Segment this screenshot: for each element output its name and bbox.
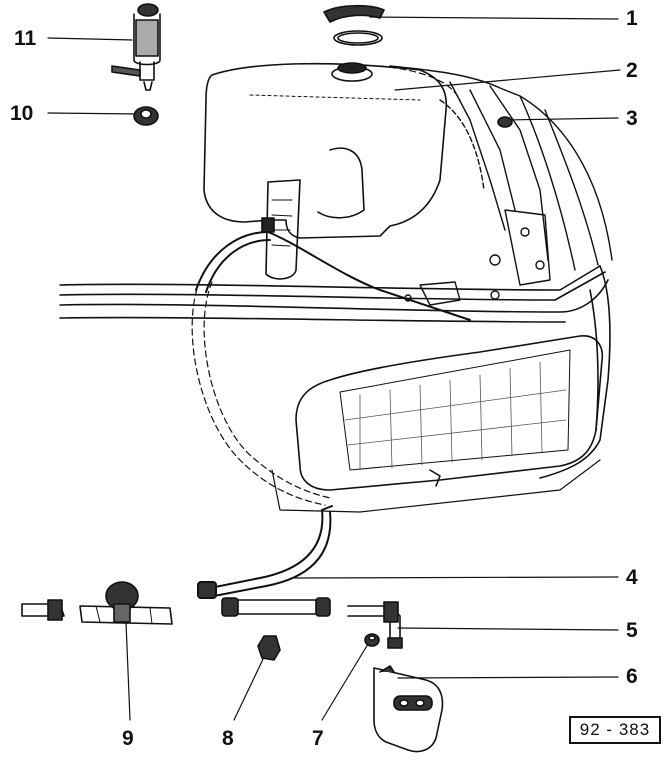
callout-9: 9 <box>122 727 134 750</box>
hose-upper <box>195 231 471 321</box>
small-nut <box>364 633 380 647</box>
grommet <box>133 106 159 126</box>
grommet-body <box>497 116 513 128</box>
headlight <box>271 335 604 513</box>
washer-reservoir <box>203 62 448 280</box>
callout-1: 1 <box>626 7 638 30</box>
filler-cap <box>323 4 385 46</box>
callout-7: 7 <box>312 727 324 750</box>
hose-routing <box>191 65 461 506</box>
vehicle-body <box>389 65 613 306</box>
front-panel <box>59 265 611 479</box>
callout-5: 5 <box>626 619 638 642</box>
callout-2: 2 <box>626 59 638 82</box>
leader-lines <box>47 16 621 721</box>
washer-jet <box>373 665 444 753</box>
callout-10: 10 <box>10 102 34 125</box>
callout-8: 8 <box>222 727 234 750</box>
callout-4: 4 <box>626 566 638 589</box>
reference-code: 92 - 383 <box>569 716 661 744</box>
hose-lower <box>197 505 333 599</box>
t-piece <box>21 581 173 625</box>
callout-11: 11 <box>14 27 37 50</box>
elbow-connector <box>347 601 403 649</box>
callout-3: 3 <box>626 107 638 130</box>
knurled-nut <box>257 635 281 661</box>
washer-pump <box>111 3 161 91</box>
connector-pipe <box>221 597 331 617</box>
callout-6: 6 <box>626 665 638 688</box>
